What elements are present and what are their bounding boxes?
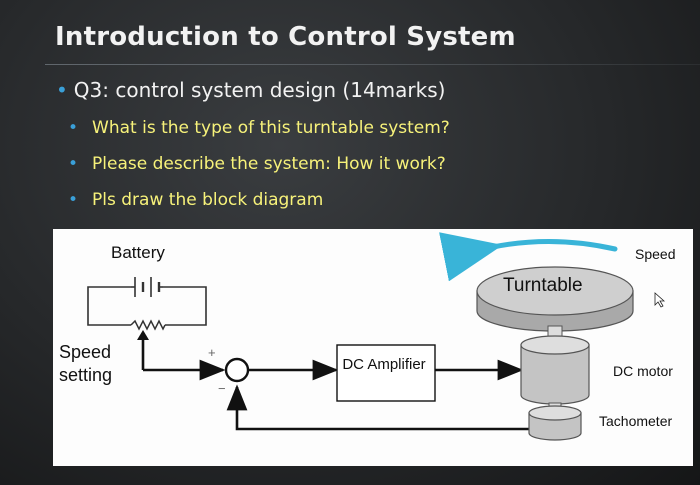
turntable-platter xyxy=(476,266,634,341)
question-text: Q3: control system design (14marks) xyxy=(73,78,446,102)
dc-amplifier-box xyxy=(336,344,436,402)
slide-title: Introduction to Control System xyxy=(55,22,516,52)
question-line: •Q3: control system design (14marks) xyxy=(56,78,445,102)
tachometer-label: Tachometer xyxy=(599,413,673,429)
mouse-cursor-icon xyxy=(654,292,666,308)
subpoint-text: Please describe the system: How it work? xyxy=(92,154,446,174)
bullet-icon: • xyxy=(56,78,68,102)
plus-sign: + xyxy=(208,345,216,360)
bullet-icon: • xyxy=(68,154,79,174)
subpoint-1: • What is the type of this turntable syst… xyxy=(68,118,450,138)
speed-label: Speed xyxy=(635,246,676,262)
subpoint-text: What is the type of this turntable syste… xyxy=(92,118,450,138)
rotation-arrow-icon xyxy=(439,232,618,282)
minus-sign: − xyxy=(218,381,226,396)
dc-motor-shape xyxy=(520,335,590,414)
diagram-drawing: + − xyxy=(87,232,666,441)
signal-wires xyxy=(143,357,535,431)
bullet-icon: • xyxy=(68,118,79,138)
subpoint-text: Pls draw the block diagram xyxy=(92,190,324,210)
bullet-icon: • xyxy=(68,190,79,210)
subpoint-3: • Pls draw the block diagram xyxy=(68,190,323,210)
potentiometer xyxy=(130,319,166,370)
battery-circuit xyxy=(87,277,207,326)
battery-label: Battery xyxy=(111,243,165,262)
dc-amplifier-label: DC Amplifier xyxy=(342,356,426,373)
tachometer-shape xyxy=(528,405,582,441)
title-divider xyxy=(45,64,700,65)
subpoint-2: • Please describe the system: How it work… xyxy=(68,154,446,174)
speed-setting-label: Speed setting xyxy=(59,342,113,385)
turntable-diagram: + − Battery Speed setting DC Amplifier T… xyxy=(53,229,693,466)
dc-motor-label: DC motor xyxy=(613,363,673,379)
turntable-label: Turntable xyxy=(503,275,583,296)
